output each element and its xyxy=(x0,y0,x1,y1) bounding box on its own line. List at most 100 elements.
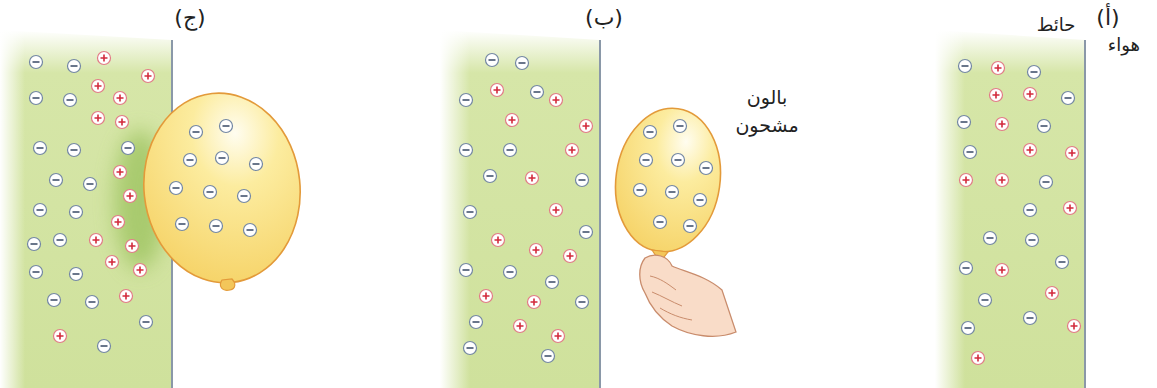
negative-charge xyxy=(98,340,111,353)
negative-charge xyxy=(64,94,77,107)
positive-charge xyxy=(116,116,129,129)
negative-charge xyxy=(30,92,43,105)
positive-charge xyxy=(92,80,105,93)
positive-charge xyxy=(480,290,493,303)
negative-charge xyxy=(470,316,483,329)
negative-charge xyxy=(962,322,975,335)
negative-charge xyxy=(1056,256,1069,269)
positive-charge xyxy=(54,330,67,343)
balloon-body xyxy=(134,85,309,290)
negative-charge xyxy=(70,206,83,219)
positive-charge xyxy=(996,174,1009,187)
wall-charges xyxy=(460,54,593,363)
negative-charge xyxy=(576,296,589,309)
positive-charge xyxy=(106,256,119,269)
positive-charge xyxy=(114,92,127,105)
negative-charge xyxy=(48,294,61,307)
positive-charge xyxy=(124,190,137,203)
negative-charge xyxy=(531,86,544,99)
negative-charge xyxy=(140,316,153,329)
negative-charge xyxy=(30,56,43,69)
panel-letter: (ج) xyxy=(168,2,212,34)
negative-charge xyxy=(674,120,687,133)
negative-charge xyxy=(516,57,529,70)
negative-charge xyxy=(176,218,189,231)
negative-charge xyxy=(464,206,477,219)
negative-charge xyxy=(666,186,679,199)
charged-balloon xyxy=(606,101,729,262)
negative-charge xyxy=(964,146,977,159)
positive-charge xyxy=(134,264,147,277)
balloon-label: بالون مشحون xyxy=(726,84,808,139)
positive-charge xyxy=(1046,287,1059,300)
negative-charge xyxy=(694,194,707,207)
negative-charge xyxy=(700,162,713,175)
negative-charge xyxy=(30,266,43,279)
negative-charge xyxy=(1028,66,1041,79)
negative-charge xyxy=(580,226,593,239)
negative-charge xyxy=(86,296,99,309)
panel-letter: (أ) xyxy=(1086,2,1130,34)
negative-charge xyxy=(50,174,63,187)
hand xyxy=(640,255,736,336)
negative-charge xyxy=(1024,312,1037,325)
wall-fade xyxy=(935,30,965,388)
negative-charge xyxy=(960,262,973,275)
negative-charge xyxy=(959,60,972,73)
positive-charge xyxy=(960,174,973,187)
negative-charge xyxy=(484,170,497,183)
negative-charge xyxy=(244,224,257,237)
wall-charges xyxy=(28,52,155,353)
finger-line xyxy=(650,276,692,320)
negative-charge xyxy=(70,268,83,281)
positive-charge xyxy=(528,296,541,309)
positive-charge xyxy=(492,234,505,247)
positive-charge xyxy=(996,264,1009,277)
negative-charge xyxy=(958,116,971,129)
wall xyxy=(440,30,600,388)
wall xyxy=(935,30,1085,388)
positive-charge xyxy=(114,166,127,179)
positive-charge xyxy=(1068,320,1081,333)
positive-charge xyxy=(90,234,103,247)
negative-charge xyxy=(250,158,263,171)
balloon-knot xyxy=(220,279,234,290)
positive-charge xyxy=(1024,88,1037,101)
charged-balloon xyxy=(134,85,309,290)
positive-charge xyxy=(1024,144,1037,157)
negative-charge xyxy=(238,190,251,203)
balloon-body xyxy=(606,101,729,258)
negative-charge xyxy=(1038,120,1051,133)
wall-surface xyxy=(1084,40,1086,388)
negative-charge xyxy=(220,120,233,133)
positive-charge xyxy=(550,94,563,107)
negative-charge xyxy=(460,94,473,107)
positive-charge xyxy=(996,118,1009,131)
positive-charge xyxy=(120,290,133,303)
positive-charge xyxy=(98,52,111,65)
positive-charge xyxy=(92,112,105,125)
hand-shape xyxy=(640,255,736,336)
negative-charge xyxy=(672,154,685,167)
negative-charge xyxy=(576,174,589,187)
negative-charge xyxy=(170,182,183,195)
positive-charge xyxy=(126,240,139,253)
positive-charge xyxy=(990,89,1003,102)
wall-body xyxy=(935,30,1085,388)
negative-charge xyxy=(486,54,499,67)
positive-charge xyxy=(1064,202,1077,215)
positive-charge xyxy=(564,250,577,263)
negative-charge xyxy=(68,144,81,157)
negative-charge xyxy=(54,234,67,247)
wall-surface xyxy=(599,40,601,388)
negative-charge xyxy=(68,60,81,73)
positive-charge xyxy=(142,70,155,83)
positive-charge xyxy=(526,172,539,185)
panel-letter: (ب) xyxy=(582,2,626,34)
wall-body xyxy=(440,30,600,388)
positive-charge xyxy=(992,62,1005,75)
negative-charge xyxy=(216,152,229,165)
negative-charge xyxy=(542,350,555,363)
